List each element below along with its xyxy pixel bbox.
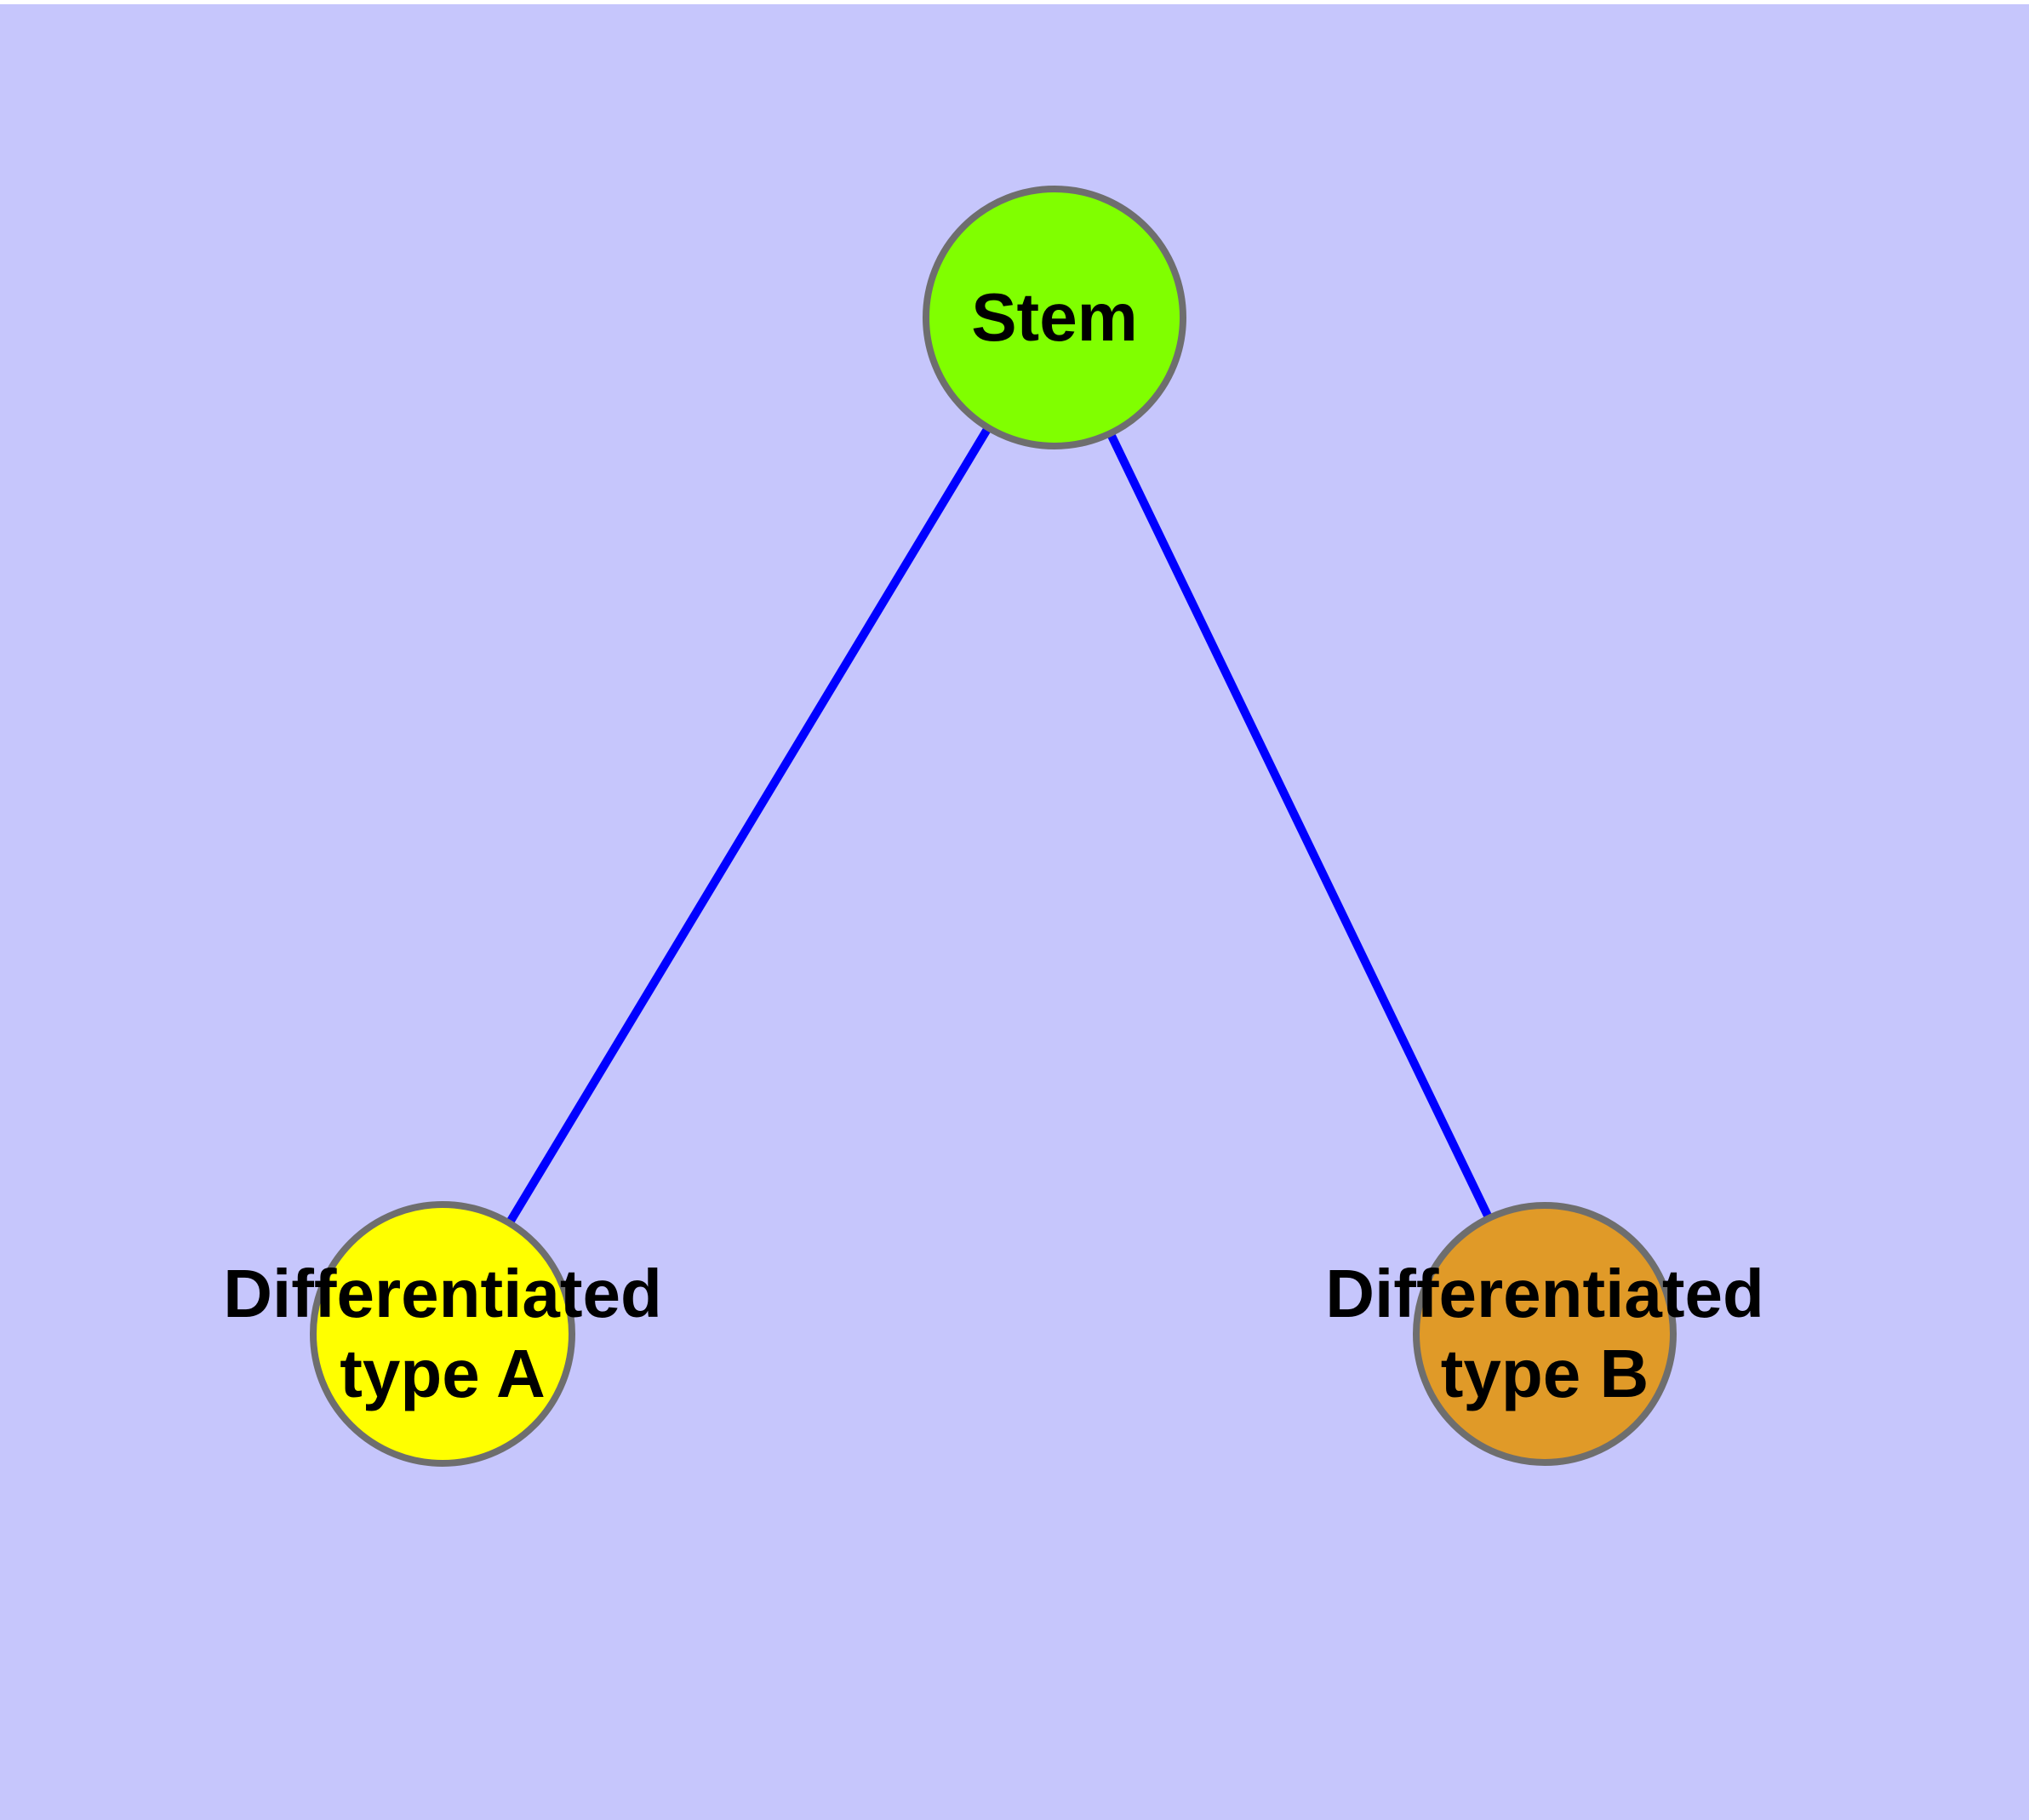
graph-node-diff_a[interactable] xyxy=(310,1201,575,1467)
graph-node-diff_b[interactable] xyxy=(1413,1202,1677,1466)
graph-edge xyxy=(506,375,1022,1224)
node-layer xyxy=(310,186,1677,1467)
graph-edge xyxy=(1081,379,1493,1219)
edge-layer xyxy=(506,375,1493,1224)
graph-node-stem[interactable] xyxy=(923,186,1186,449)
